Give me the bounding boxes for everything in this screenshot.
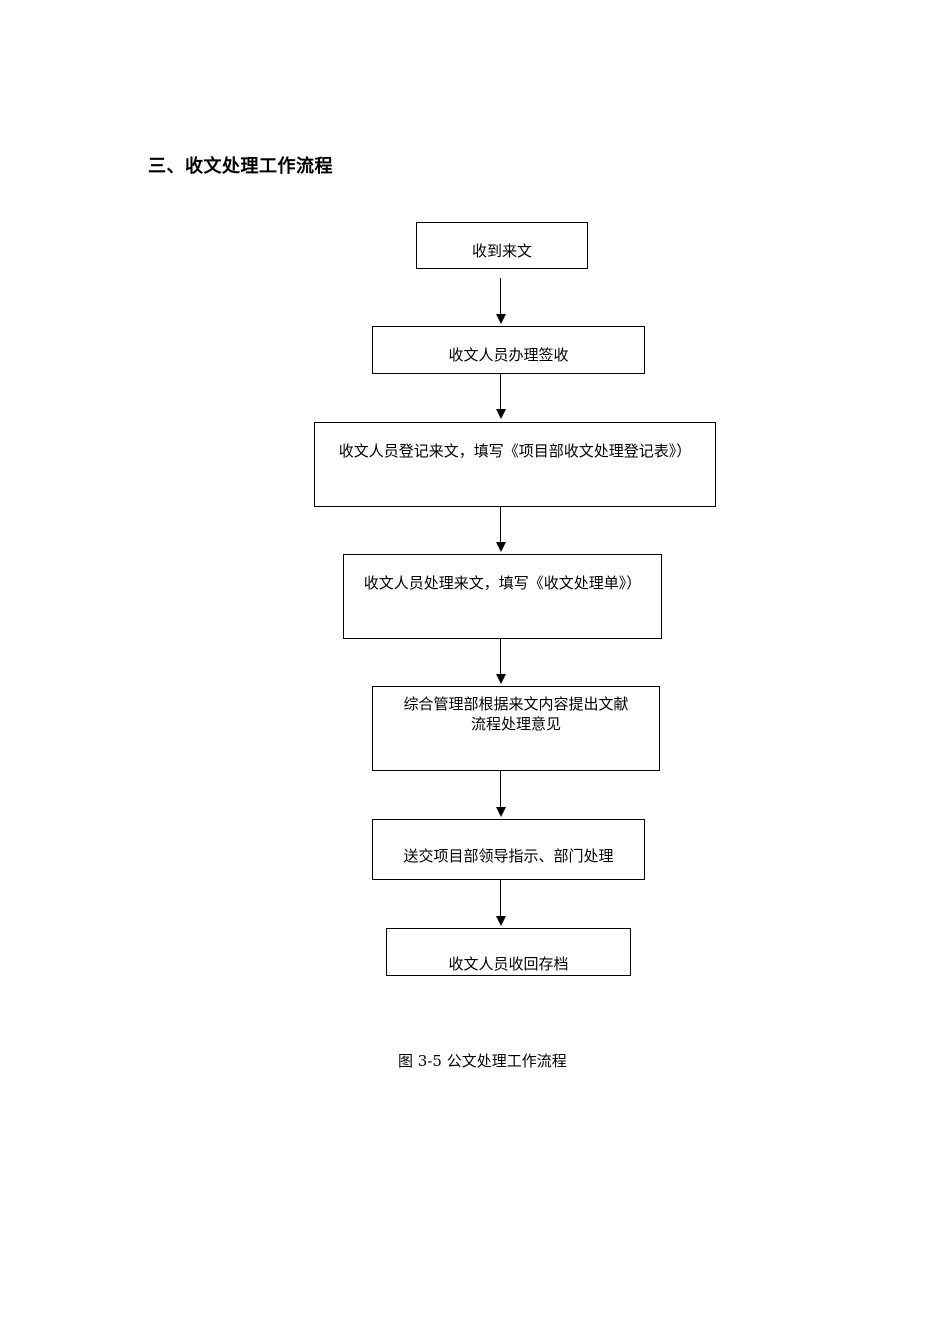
flow-step-text: 收到来文 bbox=[471, 242, 532, 260]
flow-arrow-4 bbox=[495, 639, 507, 684]
flow-step-text: 收文人员收回存档 bbox=[448, 955, 569, 973]
flow-arrow-3 bbox=[495, 507, 507, 552]
figure-caption: 图 3-5 公文处理工作流程 bbox=[398, 1052, 567, 1070]
flow-step-archive: 收文人员收回存档 bbox=[386, 928, 631, 976]
flow-step-register: 收文人员登记来文，填写《项目部收文处理登记表》） bbox=[314, 422, 716, 507]
flow-arrow-6 bbox=[495, 880, 507, 926]
section-heading: 三、收文处理工作流程 bbox=[148, 156, 333, 177]
flow-arrow-5 bbox=[495, 771, 507, 817]
flow-step-text: 收文人员办理签收 bbox=[448, 346, 569, 364]
flow-step-text: 收文人员处理来文，填写《收文处理单》） bbox=[363, 574, 642, 592]
flow-step-opinion: 综合管理部根据来文内容提出文献 流程处理意见 bbox=[372, 686, 660, 771]
flow-arrow-1 bbox=[495, 278, 507, 324]
flow-step-text: 收文人员登记来文，填写《项目部收文处理登记表》） bbox=[338, 442, 692, 460]
flow-step-text: 综合管理部根据来文内容提出文献 bbox=[403, 695, 629, 713]
flow-step-leader: 送交项目部领导指示、部门处理 bbox=[372, 819, 645, 880]
flow-step-text: 流程处理意见 bbox=[470, 715, 561, 733]
flow-arrow-2 bbox=[495, 374, 507, 419]
flow-step-process: 收文人员处理来文，填写《收文处理单》） bbox=[343, 554, 662, 639]
flow-step-receive: 收到来文 bbox=[416, 222, 588, 269]
flow-step-text: 送交项目部领导指示、部门处理 bbox=[403, 847, 614, 865]
flow-step-sign: 收文人员办理签收 bbox=[372, 326, 645, 374]
